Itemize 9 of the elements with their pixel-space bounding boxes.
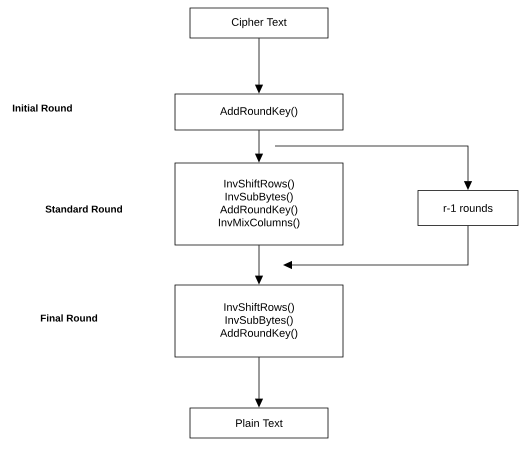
round-label: Final Round xyxy=(40,314,98,322)
process-box: InvShiftRows() InvSubBytes() AddRoundKey() xyxy=(174,284,344,358)
process-box: Cipher Text xyxy=(190,8,328,38)
process-box: r-1 rounds xyxy=(418,190,518,226)
round-label: Standard Round xyxy=(46,205,122,213)
process-box: AddRoundKey() xyxy=(174,94,344,130)
process-box: Plain Text xyxy=(190,408,328,438)
process-box: InvShiftRows() InvSubBytes() AddRoundKey() InvMixColumns() xyxy=(174,162,344,246)
round-label: Initial Round xyxy=(12,104,72,112)
